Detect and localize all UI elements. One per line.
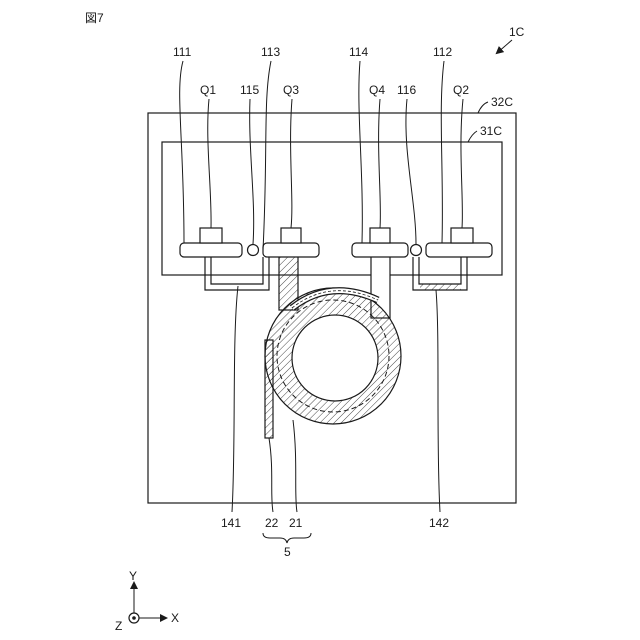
- switch-q1-cap: [200, 228, 222, 243]
- switch-q4-cap: [370, 228, 390, 243]
- label-21: 21: [289, 516, 303, 530]
- label-q1: Q1: [200, 83, 216, 97]
- leader-141: [232, 286, 238, 512]
- leader-q2: [461, 99, 463, 228]
- leader-111: [180, 61, 184, 243]
- label-q4: Q4: [369, 83, 385, 97]
- assembly-arrow: [497, 40, 512, 53]
- label-22: 22: [265, 516, 279, 530]
- switch-q2-flange: [426, 243, 492, 257]
- brace-5: [263, 533, 311, 543]
- outer-housing-label: 32C: [491, 95, 513, 109]
- switch-q1-flange: [180, 243, 242, 257]
- conductor-142-inner: [419, 257, 461, 284]
- leader-142: [436, 290, 440, 512]
- switch-q3-cap: [281, 228, 301, 243]
- label-111: 111: [173, 45, 192, 59]
- leader-q3: [291, 99, 292, 228]
- label-q3: Q3: [283, 83, 299, 97]
- conductor-142-hatch: [420, 284, 461, 290]
- label-5: 5: [284, 545, 291, 559]
- leader-114: [359, 61, 362, 243]
- axis-label-z: Z: [115, 619, 122, 633]
- z-axis-dot: [132, 616, 136, 620]
- assembly-label: 1C: [509, 25, 525, 39]
- outer-housing-leader: [478, 102, 488, 113]
- coil-tail-22: [265, 340, 273, 438]
- leader-q1: [208, 99, 211, 228]
- leader-112: [441, 61, 444, 243]
- leader-21: [293, 420, 297, 512]
- leader-116: [406, 99, 416, 244]
- label-114: 114: [349, 45, 368, 59]
- inner-board-leader: [468, 131, 477, 142]
- inner-board-label: 31C: [480, 124, 502, 138]
- label-q2: Q2: [453, 83, 469, 97]
- label-112: 112: [433, 45, 452, 59]
- switch-q3-flange: [263, 243, 319, 257]
- label-142: 142: [429, 516, 449, 530]
- figure-title: 図7: [85, 11, 104, 25]
- conductor-141-outer: [205, 257, 269, 290]
- label-116: 116: [397, 83, 416, 97]
- label-141: 141: [221, 516, 241, 530]
- axis-label-x: X: [171, 611, 179, 625]
- conductor-141-inner: [211, 257, 263, 284]
- label-113: 113: [261, 45, 280, 59]
- leader-113: [263, 61, 271, 250]
- junction-116: [411, 245, 422, 256]
- leader-22: [269, 438, 273, 512]
- switch-q4-flange: [352, 243, 408, 257]
- coil-core-opening: [292, 315, 378, 401]
- leader-q4: [379, 99, 381, 228]
- switch-q2-cap: [451, 228, 473, 243]
- leader-115: [250, 99, 254, 244]
- label-115: 115: [240, 83, 259, 97]
- axis-label-y: Y: [129, 569, 137, 583]
- junction-115: [248, 245, 259, 256]
